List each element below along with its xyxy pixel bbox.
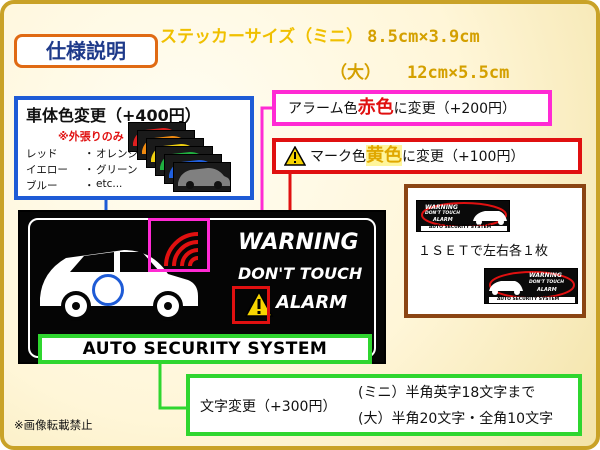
alarm-color-option: アラーム色赤色に変更（+200円） [272, 90, 552, 126]
main-sticker: WARNING DON'T TOUCH ALARM AUTO SECURITY … [18, 210, 386, 364]
color-option-row: イエロー ・ グリーン [26, 162, 137, 177]
large-size-label: （大） [330, 63, 381, 83]
sticker-system-text: AUTO SECURITY SYSTEM [38, 334, 372, 364]
mini-sticker-system: AUTO SECURITY SYSTEM [429, 225, 492, 230]
large-sticker-preview: WARNING DON'T TOUCH ALARM AUTO SECURITY … [484, 268, 578, 304]
text-change-label: 文字変更（+300円） [200, 399, 337, 415]
page-title: 仕様説明 [14, 34, 158, 68]
color-option-sep: ・ [84, 180, 95, 192]
text-change-option: 文字変更（+300円） (ミニ）半角英字18文字まで (大）半角20文字・全角1… [186, 374, 582, 436]
size-large-line: （大） 12cm×5.5cm [330, 58, 509, 83]
warning-icon [284, 146, 306, 166]
color-car-swatch [173, 162, 231, 192]
set-info-text: １ＳＥＴで左右各１枚 [418, 244, 549, 259]
alarm-highlight [148, 218, 210, 272]
mini-size-label: （ミニ） [295, 27, 364, 47]
sticker-dont-touch-text: DON'T TOUCH [238, 264, 363, 283]
color-option-row: ブルー ・ etc... [26, 178, 122, 193]
mark-color-option: マーク色黄色に変更（+100円） [272, 138, 582, 174]
color-option-right: etc... [96, 178, 123, 190]
mini-sticker-warning: WARNING [425, 204, 458, 211]
large-sticker-alarm: ALARM [537, 287, 557, 293]
set-info-box: WARNING DON'T TOUCH ALARM AUTO SECURITY … [404, 184, 586, 318]
alarm-signal-icon [164, 232, 199, 267]
mini-sticker-preview: WARNING DON'T TOUCH ALARM AUTO SECURITY … [416, 200, 510, 232]
footer-note: ※画像転載禁止 [14, 418, 93, 432]
alarm-color-highlight: 赤色 [357, 97, 394, 118]
body-color-note: ※外張りのみ [58, 130, 124, 143]
mini-sticker-graphic [421, 202, 507, 231]
large-size-value: 12cm×5.5cm [407, 63, 510, 83]
mini-sticker-alarm: ALARM [433, 217, 453, 223]
color-option-left: レッド [26, 148, 58, 160]
large-sticker-warning: WARNING [529, 272, 562, 279]
mini-sticker-dont-touch: DON'T TOUCH [425, 211, 460, 216]
sticker-size-label: ステッカーサイズ [160, 27, 296, 47]
color-option-right: グリーン [96, 164, 138, 176]
color-option-sep: ・ [84, 148, 95, 160]
mark-color-highlight: 黄色 [366, 145, 402, 166]
color-option-left: ブルー [26, 180, 58, 192]
color-option-left: イエロー [26, 164, 68, 176]
sticker-alarm-text: ALARM [276, 292, 348, 313]
body-color-option: 車体色変更（+400円） ※外張りのみ レッド ・ オレンジ イエロー ・ グリ… [14, 96, 254, 200]
alarm-color-after: に変更（+200円） [393, 101, 517, 117]
body-highlight [92, 274, 124, 306]
mini-size-value: 8.5cm×3.9cm [367, 27, 480, 47]
text-change-large-rule: (大）半角20文字・全角10文字 [358, 411, 554, 427]
body-color-heading: 車体色変更（+400円） [26, 106, 201, 125]
mark-color-after: に変更（+100円） [402, 149, 525, 165]
large-sticker-system: AUTO SECURITY SYSTEM [497, 297, 560, 302]
mark-color-before: マーク色 [310, 149, 366, 165]
color-option-right: オレンジ [96, 148, 138, 160]
large-sticker-dont-touch: DON'T TOUCH [529, 280, 564, 285]
sticker-border: WARNING DON'T TOUCH ALARM AUTO SECURITY … [28, 218, 376, 364]
color-option-sep: ・ [84, 164, 95, 176]
text-change-mini-rule: (ミニ）半角英字18文字まで [358, 385, 536, 401]
mark-highlight [232, 286, 270, 324]
sticker-warning-text: WARNING [238, 230, 359, 255]
warning-icon [244, 290, 274, 317]
alarm-color-before: アラーム色 [288, 101, 358, 117]
color-option-row: レッド ・ オレンジ [26, 146, 138, 161]
large-sticker-graphic [489, 271, 575, 303]
size-mini-line: ステッカーサイズ（ミニ）8.5cm×3.9cm [160, 22, 480, 47]
